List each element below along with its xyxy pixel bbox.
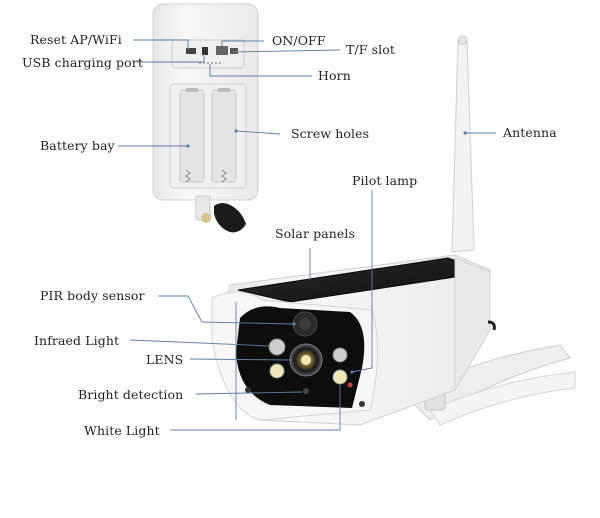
- reset-button: [186, 48, 196, 54]
- white-led: [269, 363, 285, 379]
- label-bright-detection: Bright detection: [78, 387, 184, 402]
- antenna: [451, 35, 475, 253]
- label-battery-bay: Battery bay: [40, 138, 115, 153]
- label-solar-panels: Solar panels: [275, 226, 356, 241]
- battery-unit: [152, 3, 259, 233]
- label-screw-holes: Screw holes: [291, 126, 370, 141]
- pilot-lamp: [347, 382, 353, 388]
- label-lens: LENS: [146, 352, 184, 367]
- label-pilot-lamp: Pilot lamp: [352, 173, 418, 188]
- label-white-light: White Light: [84, 423, 160, 438]
- label-usb-charging-port: USB charging port: [22, 55, 143, 70]
- leader-lines: [118, 39, 496, 431]
- label-antenna: Antenna: [503, 125, 557, 140]
- usb-port: [202, 47, 208, 55]
- tf-slot: [230, 48, 238, 54]
- horn-grill: [199, 62, 221, 64]
- infrared-led: [268, 338, 286, 356]
- label-horn: Horn: [318, 68, 351, 83]
- onoff-switch: [216, 46, 228, 55]
- label-tf-slot: T/F slot: [346, 42, 395, 57]
- label-reset-ap-wifi: Reset AP/WiFi: [30, 32, 122, 47]
- camera-body: [211, 254, 496, 426]
- label-infrared-light: Infraed Light: [34, 333, 120, 348]
- label-pir-body-sensor: PIR body sensor: [40, 288, 145, 303]
- label-on-off: ON/OFF: [272, 33, 326, 48]
- light-sensor: [303, 388, 309, 394]
